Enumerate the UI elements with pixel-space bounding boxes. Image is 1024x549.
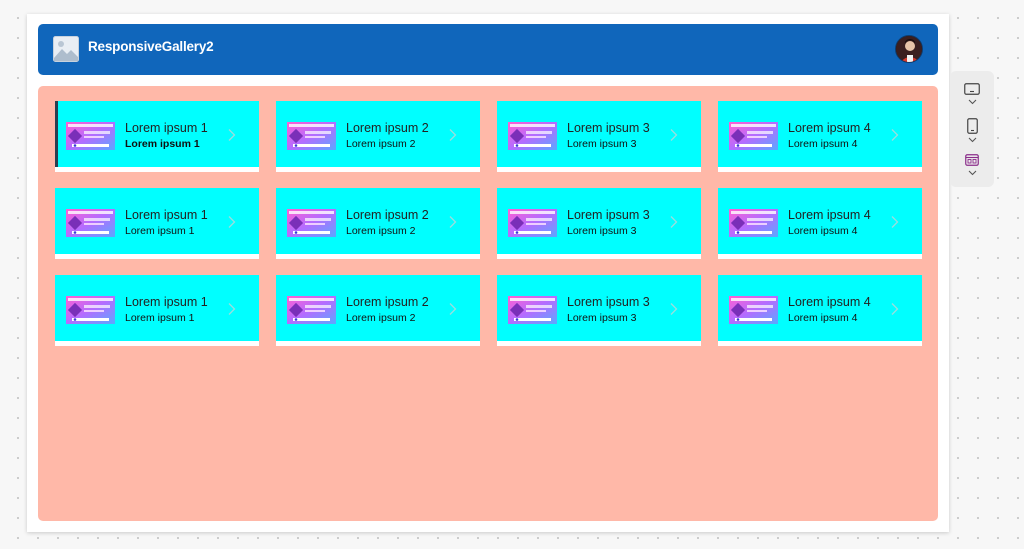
gallery-item-background: Lorem ipsum 4 Lorem ipsum 4 — [718, 188, 922, 254]
user-avatar[interactable] — [895, 35, 923, 63]
thumbnail-image — [508, 122, 557, 150]
gallery-item-subtitle: Lorem ipsum 4 — [788, 225, 858, 237]
thumbnail-image — [66, 296, 115, 324]
gallery-item[interactable]: Lorem ipsum 3 Lorem ipsum 3 — [497, 275, 701, 346]
gallery-item-subtitle: Lorem ipsum 3 — [567, 138, 637, 150]
chevron-right-icon[interactable] — [669, 127, 679, 141]
layout-toolbar — [950, 71, 994, 187]
gallery-item[interactable]: Lorem ipsum 1 Lorem ipsum 1 — [55, 188, 259, 259]
chevron-right-icon[interactable] — [448, 127, 458, 141]
chevron-right-icon[interactable] — [669, 214, 679, 228]
gallery-item-background: Lorem ipsum 2 Lorem ipsum 2 — [276, 275, 480, 341]
chevron-right-icon[interactable] — [890, 214, 900, 228]
gallery-item-background: Lorem ipsum 1 Lorem ipsum 1 — [55, 101, 259, 167]
web-layout-icon — [965, 154, 979, 166]
gallery-item[interactable]: Lorem ipsum 2 Lorem ipsum 2 — [276, 101, 480, 172]
app-canvas: ResponsiveGallery2 — [27, 14, 949, 532]
gallery-item[interactable]: Lorem ipsum 1 Lorem ipsum 1 — [55, 101, 259, 172]
thumbnail-image — [66, 122, 115, 150]
chevron-down-icon — [968, 99, 977, 105]
phone-layout-button[interactable] — [961, 118, 983, 148]
thumbnail-image — [508, 209, 557, 237]
app-title: ResponsiveGallery2 — [88, 39, 214, 54]
gallery-item-background: Lorem ipsum 3 Lorem ipsum 3 — [497, 188, 701, 254]
gallery-item-subtitle: Lorem ipsum 1 — [125, 225, 195, 237]
gallery-item-subtitle: Lorem ipsum 3 — [567, 225, 637, 237]
gallery-item-subtitle: Lorem ipsum 3 — [567, 312, 637, 324]
gallery-item-title: Lorem ipsum 3 — [567, 208, 650, 222]
chevron-down-icon — [968, 137, 977, 143]
gallery-item-background: Lorem ipsum 1 Lorem ipsum 1 — [55, 188, 259, 254]
chevron-right-icon[interactable] — [448, 301, 458, 315]
gallery-item-title: Lorem ipsum 2 — [346, 208, 429, 222]
gallery-item[interactable]: Lorem ipsum 4 Lorem ipsum 4 — [718, 101, 922, 172]
thumbnail-image — [729, 296, 778, 324]
gallery-item-subtitle: Lorem ipsum 4 — [788, 312, 858, 324]
gallery-item-background: Lorem ipsum 2 Lorem ipsum 2 — [276, 188, 480, 254]
gallery-item-title: Lorem ipsum 1 — [125, 121, 208, 135]
gallery-item-title: Lorem ipsum 3 — [567, 295, 650, 309]
gallery-item[interactable]: Lorem ipsum 4 Lorem ipsum 4 — [718, 188, 922, 259]
chevron-right-icon[interactable] — [669, 301, 679, 315]
gallery-item-background: Lorem ipsum 2 Lorem ipsum 2 — [276, 101, 480, 167]
gallery-item-subtitle: Lorem ipsum 1 — [125, 138, 200, 150]
chevron-right-icon[interactable] — [227, 127, 237, 141]
gallery-item-background: Lorem ipsum 1 Lorem ipsum 1 — [55, 275, 259, 341]
gallery-item-subtitle: Lorem ipsum 4 — [788, 138, 858, 150]
thumbnail-image — [287, 209, 336, 237]
gallery-item-subtitle: Lorem ipsum 2 — [346, 138, 416, 150]
gallery-item-title: Lorem ipsum 4 — [788, 121, 871, 135]
chevron-right-icon[interactable] — [448, 214, 458, 228]
gallery-item[interactable]: Lorem ipsum 2 Lorem ipsum 2 — [276, 188, 480, 259]
image-icon — [53, 36, 79, 62]
thumbnail-image — [287, 122, 336, 150]
gallery-item-subtitle: Lorem ipsum 2 — [346, 312, 416, 324]
gallery-item-title: Lorem ipsum 1 — [125, 208, 208, 222]
gallery-item-title: Lorem ipsum 3 — [567, 121, 650, 135]
gallery-container: Lorem ipsum 1 Lorem ipsum 1 — [38, 86, 938, 521]
web-layout-button[interactable] — [961, 154, 983, 184]
tablet-layout-button[interactable] — [961, 83, 983, 113]
gallery-item[interactable]: Lorem ipsum 2 Lorem ipsum 2 — [276, 275, 480, 346]
gallery-item[interactable]: Lorem ipsum 4 Lorem ipsum 4 — [718, 275, 922, 346]
chevron-right-icon[interactable] — [890, 127, 900, 141]
gallery-item-title: Lorem ipsum 2 — [346, 121, 429, 135]
gallery-item[interactable]: Lorem ipsum 1 Lorem ipsum 1 — [55, 275, 259, 346]
tablet-landscape-icon — [964, 83, 980, 95]
gallery-item-title: Lorem ipsum 4 — [788, 295, 871, 309]
chevron-down-icon — [968, 170, 977, 176]
gallery-item-title: Lorem ipsum 2 — [346, 295, 429, 309]
gallery-item-background: Lorem ipsum 4 Lorem ipsum 4 — [718, 101, 922, 167]
app-header: ResponsiveGallery2 — [38, 24, 938, 75]
gallery-item-subtitle: Lorem ipsum 2 — [346, 225, 416, 237]
gallery-item-title: Lorem ipsum 4 — [788, 208, 871, 222]
gallery-item-background: Lorem ipsum 4 Lorem ipsum 4 — [718, 275, 922, 341]
gallery-item-title: Lorem ipsum 1 — [125, 295, 208, 309]
thumbnail-image — [729, 209, 778, 237]
thumbnail-image — [287, 296, 336, 324]
thumbnail-image — [66, 209, 115, 237]
gallery-item[interactable]: Lorem ipsum 3 Lorem ipsum 3 — [497, 101, 701, 172]
chevron-right-icon[interactable] — [890, 301, 900, 315]
chevron-right-icon[interactable] — [227, 301, 237, 315]
gallery-item-background: Lorem ipsum 3 Lorem ipsum 3 — [497, 275, 701, 341]
gallery-item[interactable]: Lorem ipsum 3 Lorem ipsum 3 — [497, 188, 701, 259]
gallery-item-subtitle: Lorem ipsum 1 — [125, 312, 195, 324]
gallery: Lorem ipsum 1 Lorem ipsum 1 — [55, 101, 922, 346]
thumbnail-image — [508, 296, 557, 324]
chevron-right-icon[interactable] — [227, 214, 237, 228]
phone-portrait-icon — [966, 118, 978, 134]
gallery-item-background: Lorem ipsum 3 Lorem ipsum 3 — [497, 101, 701, 167]
thumbnail-image — [729, 122, 778, 150]
